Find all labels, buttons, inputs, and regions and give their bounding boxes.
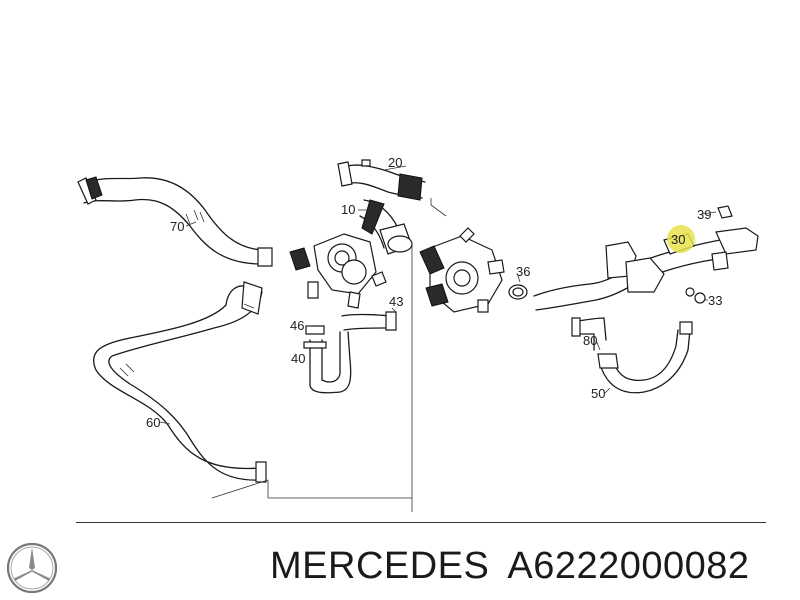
callout-39: 39	[697, 207, 711, 222]
hose-70	[77, 176, 273, 267]
callout-36: 36	[516, 264, 530, 279]
thermostat-housing-left	[289, 233, 387, 309]
callout-70: 70	[170, 219, 184, 234]
callout-80: 80	[583, 333, 597, 348]
hose-20	[337, 159, 426, 201]
pipe-40	[303, 311, 397, 394]
hose-60	[92, 281, 267, 483]
callout-30-highlight	[667, 225, 695, 253]
callout-33: 33	[708, 293, 722, 308]
footer-divider	[76, 522, 766, 523]
callout-50: 50	[591, 386, 605, 401]
hose-50	[571, 317, 693, 394]
callout-40: 40	[291, 351, 305, 366]
part-number: A6222000082	[507, 545, 750, 587]
callout-20: 20	[388, 155, 402, 170]
hose-30	[533, 227, 759, 311]
bolt-33	[694, 292, 706, 304]
clamp-39	[717, 205, 733, 219]
parts-diagram: 70 20 10 36 39 30 33 43 46 40 80 50 60	[77, 155, 759, 512]
callout-46: 46	[290, 318, 304, 333]
clip-36	[508, 284, 528, 300]
leader-lines	[159, 165, 717, 512]
callout-10: 10	[341, 202, 355, 217]
water-pump	[419, 227, 505, 313]
hose-10	[359, 199, 413, 255]
mercedes-star-icon	[6, 542, 58, 594]
part-caption: MERCEDES A6222000082	[270, 545, 768, 588]
callout-60: 60	[146, 415, 160, 430]
brand-name: MERCEDES	[270, 545, 490, 587]
callout-30: 30	[671, 232, 685, 247]
callout-43: 43	[389, 294, 403, 309]
